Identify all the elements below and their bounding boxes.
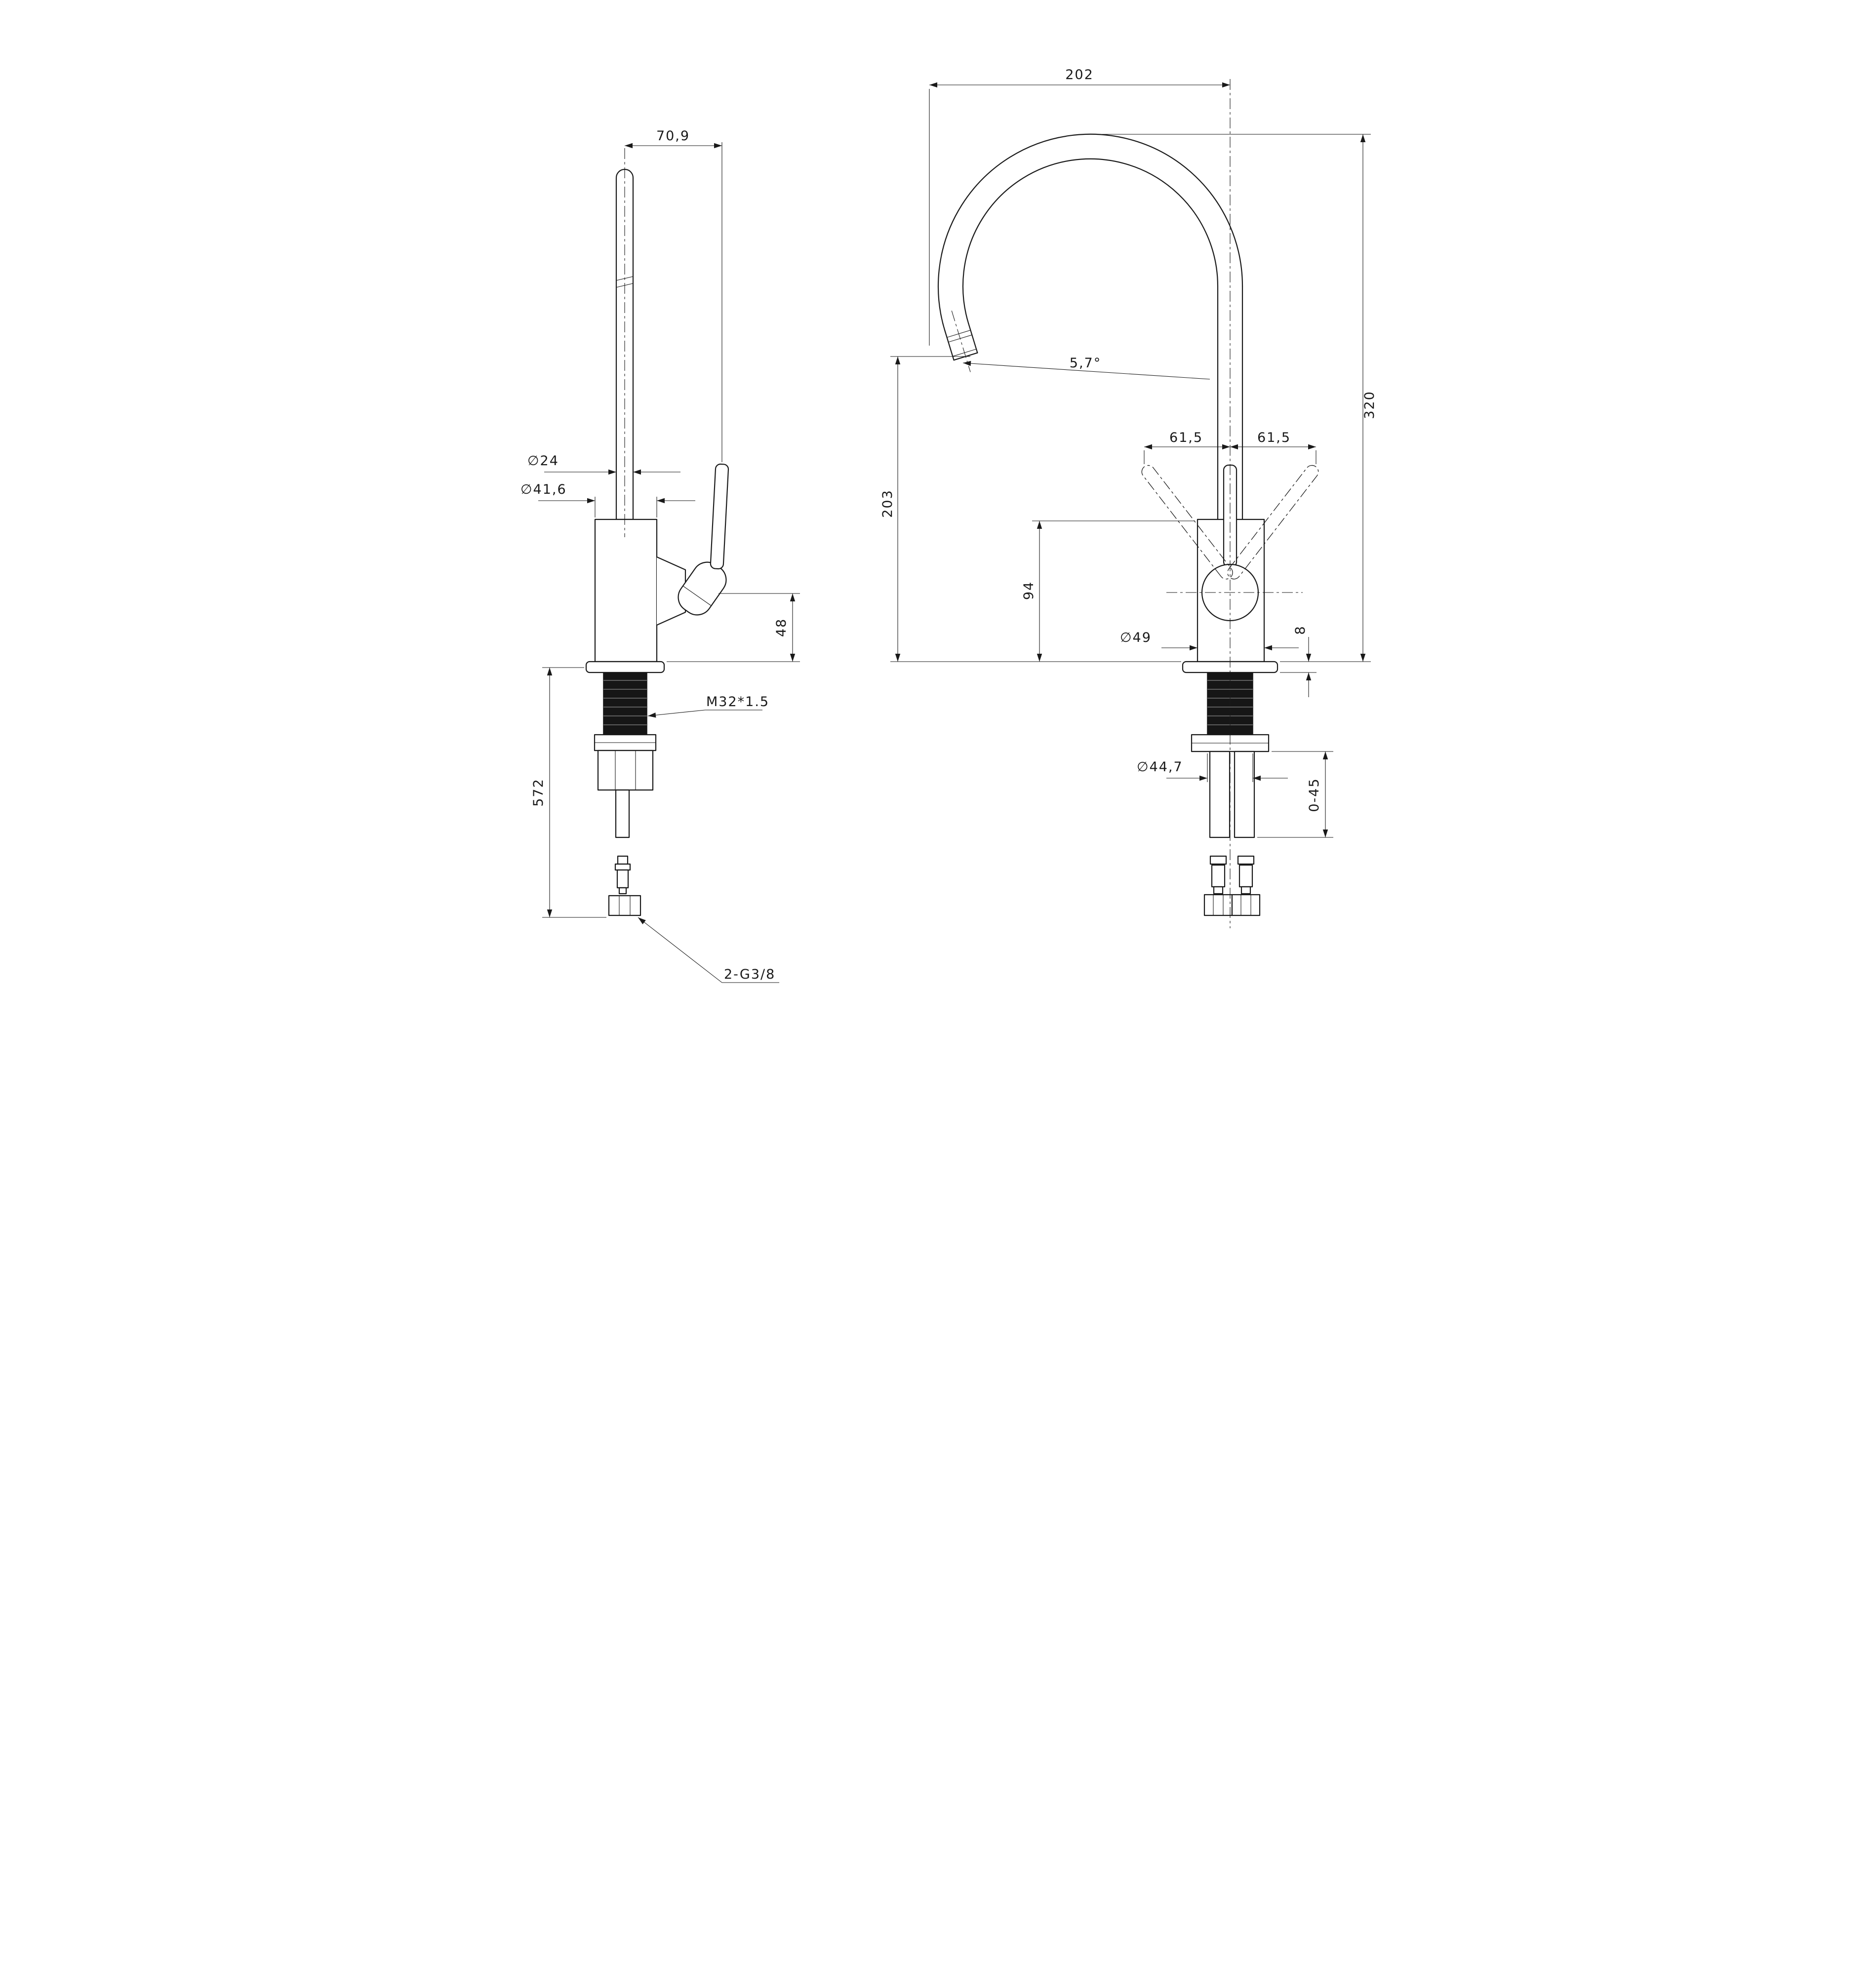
dim-spout-height: 320 [1092,134,1377,662]
dim-handle-swing: 61,5 61,5 [1143,430,1317,464]
dim-body-height: 94 [1021,520,1194,662]
dim-reach: 202 [928,67,1230,346]
dim-label-flange-thickness: 8 [1293,625,1308,634]
dim-label-tube-dia: ∅24 [527,453,559,469]
dim-label-cap-dia: ∅49 [1120,630,1152,645]
dim-label-thread-spec: M32*1.5 [706,694,769,710]
front-hose-right [1234,750,1255,838]
front-spout-tip [944,311,978,372]
dim-label-inlet-spec: 2-G3/8 [724,967,775,982]
phantom-lever-left [1141,465,1233,580]
dim-label-spout-offset: 70,9 [656,128,689,144]
side-hex-nut [608,895,641,916]
dim-deck-range: 0-45 [1257,751,1333,838]
dim-label-body-height: 94 [1021,581,1037,600]
front-spout-arc [937,133,1243,332]
dim-label-deck-range: 0-45 [1307,778,1322,812]
dim-tip-angle: 5,7° [962,356,1210,380]
dim-label-shank-dia: ∅44,7 [1137,759,1183,775]
dim-label-swing-right: 61,5 [1257,430,1290,445]
dim-label-tip-angle: 5,7° [1069,356,1101,371]
side-view: 70,9 ∅24 ∅41,6 48 [520,128,800,983]
side-supply-connector [614,855,631,895]
side-body [594,518,657,663]
side-threaded-shank [602,672,647,735]
side-mounting-nut [594,734,656,791]
dim-outlet-height: 203 [880,356,1181,662]
side-inlet-tube [615,789,630,838]
dim-label-body-dia: ∅41,6 [520,482,567,497]
front-hex-nut-right [1231,894,1260,916]
dim-handle-height: 48 [666,593,800,662]
front-hex-nut-left [1203,894,1233,916]
dim-spout-offset: 70,9 [624,128,722,462]
dim-flange-thickness: 8 [1279,625,1317,697]
side-handle-lever [710,463,729,570]
dim-body-dia: ∅41,6 [520,482,695,517]
dim-tube-dia: ∅24 [527,453,680,475]
dim-label-handle-height: 48 [774,618,789,637]
front-connector-left [1209,855,1227,895]
dim-label-reach: 202 [1065,67,1094,82]
phantom-lever-right [1227,465,1318,580]
dim-label-spout-height: 320 [1362,391,1377,419]
faucet-technical-drawing: 70,9 ∅24 ∅41,6 48 [469,0,1407,988]
dim-cap-dia: ∅49 [1120,630,1299,651]
dim-thread-spec: M32*1.5 [647,694,769,719]
side-flange [585,661,665,673]
dim-label-outlet-height: 203 [880,489,895,518]
dim-inlet-spec: 2-G3/8 [636,915,779,983]
drawing-canvas: 70,9 ∅24 ∅41,6 48 [469,0,1407,988]
dim-label-swing-left: 61,5 [1169,430,1202,445]
front-hose-left [1209,750,1230,838]
front-view: 202 5,7° 61,5 61,5 320 [880,67,1377,928]
dim-shank-dia: ∅44,7 [1137,753,1288,782]
dim-total-height: 572 [531,667,606,918]
front-connector-right [1237,855,1254,895]
dim-label-total-height: 572 [531,778,546,807]
